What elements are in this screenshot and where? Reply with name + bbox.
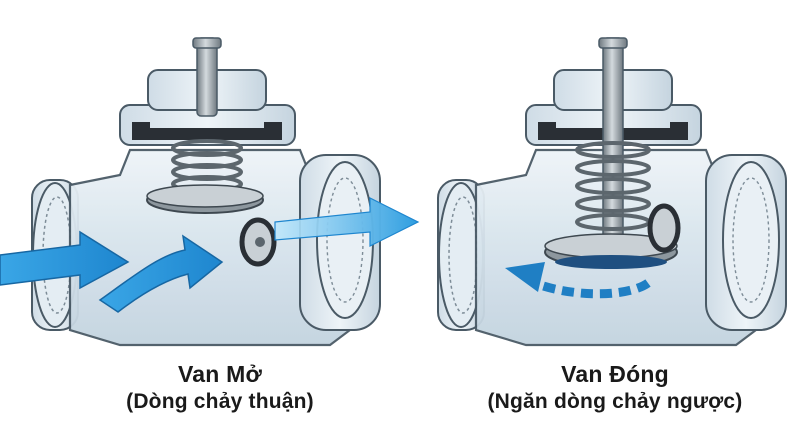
forward-flow-arrow-icon — [0, 197, 420, 313]
open-valve — [0, 37, 420, 347]
closed-valve-caption: Van Đóng (Ngăn dòng chảy ngược) — [450, 360, 780, 416]
open-valve-disc — [146, 184, 277, 267]
open-valve-subtitle: (Dòng chảy thuận) — [126, 390, 314, 413]
open-valve-outlet — [299, 154, 381, 331]
closed-valve-inlet — [437, 179, 485, 331]
closed-valve-subtitle: (Ngăn dòng chảy ngược) — [487, 390, 743, 413]
closed-valve-outlet — [705, 154, 787, 331]
closed-valve-disc — [544, 203, 681, 269]
closed-valve-title: Van Đóng — [561, 361, 669, 387]
valve-stem-icon — [598, 37, 628, 239]
backflow-arrow-icon — [505, 262, 651, 299]
valve-stem-icon — [192, 37, 222, 117]
open-valve-caption: Van Mở (Dòng chảy thuận) — [90, 360, 350, 416]
closed-valve — [437, 37, 787, 347]
open-valve-title: Van Mở — [177, 361, 262, 387]
